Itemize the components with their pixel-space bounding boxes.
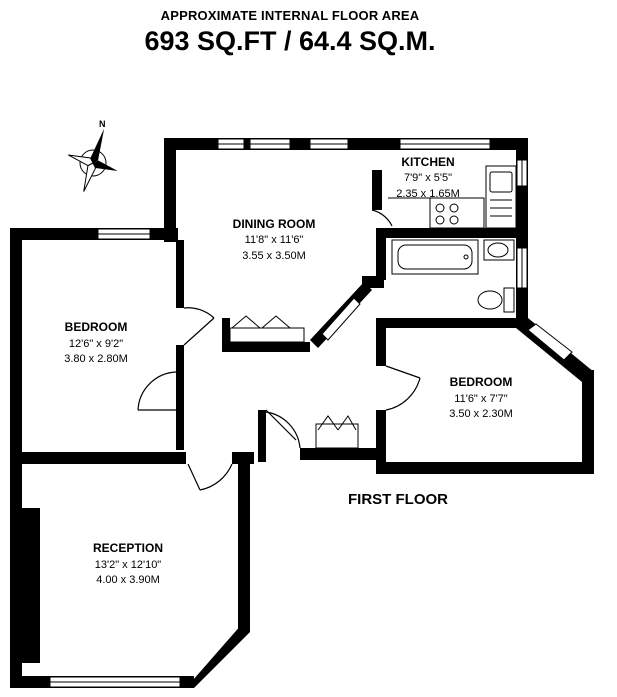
reception-imperial: 13'2" x 12'10" xyxy=(95,559,162,571)
compass-needle-west xyxy=(68,154,94,167)
floor-label: FIRST FLOOR xyxy=(348,491,448,508)
wall xyxy=(362,276,384,288)
wall xyxy=(164,138,176,242)
wall xyxy=(376,410,386,472)
wall xyxy=(222,342,310,352)
wall xyxy=(376,318,526,328)
door xyxy=(183,317,215,346)
compass-needle-north xyxy=(90,128,105,163)
wall xyxy=(376,318,386,366)
wall xyxy=(10,228,22,464)
washbasin xyxy=(483,239,515,261)
kitchen-name: KITCHEN xyxy=(401,155,454,169)
hob xyxy=(429,197,485,229)
wall xyxy=(300,448,380,460)
window xyxy=(527,323,573,361)
burner xyxy=(449,215,459,225)
bedroom-1-metric: 3.80 x 2.80M xyxy=(64,353,128,365)
compass: N xyxy=(68,119,118,192)
door xyxy=(187,463,201,491)
wall xyxy=(376,228,516,238)
wall xyxy=(10,462,22,688)
room-labels: KITCHEN 7'9" x 5'5" 2.35 x 1.65M DINING … xyxy=(64,155,513,586)
wall xyxy=(372,170,382,210)
wall xyxy=(186,624,250,688)
bath-drain xyxy=(463,254,469,260)
burner xyxy=(435,203,445,213)
wall xyxy=(582,370,594,474)
kitchen-fittings xyxy=(388,165,517,229)
windows xyxy=(49,138,573,688)
door xyxy=(385,365,421,379)
kitchen-metric: 2.35 x 1.65M xyxy=(396,188,460,200)
compass-north-label: N xyxy=(99,119,106,129)
reception-metric: 4.00 x 3.90M xyxy=(96,574,160,586)
bedroom-1-imperial: 12'6" x 9'2" xyxy=(69,338,123,350)
wall xyxy=(176,345,184,450)
wall xyxy=(258,410,266,462)
wall xyxy=(10,452,186,464)
bathtub xyxy=(391,239,479,275)
bathtub-basin xyxy=(397,244,473,270)
doors xyxy=(137,209,421,491)
wall xyxy=(222,318,230,350)
dining-room-imperial: 11'8" x 11'6" xyxy=(245,234,304,246)
wall xyxy=(22,508,40,663)
bedroom-2-metric: 3.50 x 2.30M xyxy=(449,408,513,420)
wall xyxy=(232,452,254,464)
compass-ring xyxy=(79,149,107,177)
compass-needle-east xyxy=(93,160,118,172)
window xyxy=(321,297,361,341)
area-value: 693 SQ.FT / 64.4 SQ.M. xyxy=(144,26,436,56)
compass-needle-south xyxy=(83,162,97,192)
door xyxy=(265,409,297,441)
sink xyxy=(489,171,513,193)
washbasin-bowl xyxy=(487,242,509,258)
toilet-cistern xyxy=(503,287,515,313)
sink-unit xyxy=(485,165,517,229)
kitchen-imperial: 7'9" x 5'5" xyxy=(404,172,452,184)
burner xyxy=(435,215,445,225)
cupboards xyxy=(229,315,359,449)
reception-name: RECEPTION xyxy=(93,541,163,555)
wall xyxy=(176,240,184,308)
bedroom-2-imperial: 11'6" x 7'7" xyxy=(454,393,507,405)
wall xyxy=(10,228,178,240)
bathroom-fittings xyxy=(391,239,515,313)
wall xyxy=(238,452,250,632)
wardrobe xyxy=(229,327,305,343)
wardrobe xyxy=(315,423,359,449)
burner xyxy=(449,203,459,213)
dining-room-metric: 3.55 x 3.50M xyxy=(242,250,306,262)
wall xyxy=(376,228,386,280)
dining-room-name: DINING ROOM xyxy=(233,217,316,231)
area-title: APPROXIMATE INTERNAL FLOOR AREA xyxy=(160,8,420,23)
toilet-bowl xyxy=(477,290,503,310)
bedroom-2-name: BEDROOM xyxy=(450,375,513,389)
bedroom-1-name: BEDROOM xyxy=(65,320,128,334)
wall xyxy=(376,462,594,474)
